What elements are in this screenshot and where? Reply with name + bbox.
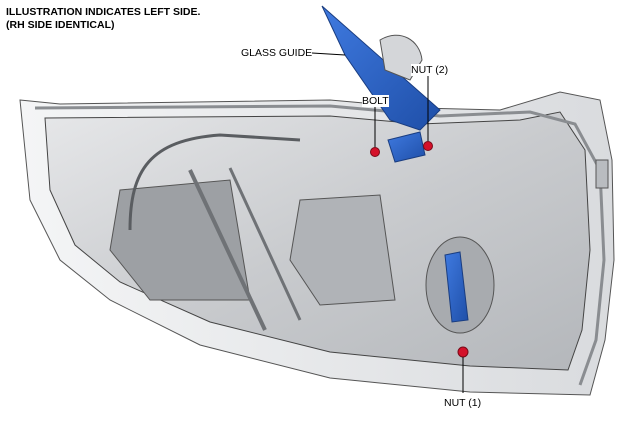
glass-guide-label: GLASS GUIDE bbox=[241, 47, 313, 59]
nut1-label: NUT (1) bbox=[444, 397, 482, 409]
nut2-label: NUT (2) bbox=[411, 64, 449, 76]
service-hole-center bbox=[289, 194, 396, 306]
illustration-header: ILLUSTRATION INDICATES LEFT SIDE. (RH SI… bbox=[6, 6, 200, 32]
glass-guide-lower bbox=[444, 251, 469, 323]
leader-glass-guide bbox=[311, 52, 346, 56]
regulator-rail-left bbox=[188, 169, 267, 331]
header-line-1: ILLUSTRATION INDICATES LEFT SIDE. bbox=[6, 6, 201, 18]
glass-guide-mid bbox=[387, 131, 426, 163]
glass-guide-upper bbox=[321, 5, 441, 131]
window-frame-ridge bbox=[34, 104, 606, 386]
regulator-rail-right bbox=[228, 167, 302, 321]
bolt-marker bbox=[370, 147, 380, 157]
nut1-marker bbox=[457, 346, 469, 358]
service-hole-left bbox=[109, 179, 251, 301]
door-hinge bbox=[595, 159, 609, 189]
nut2-marker bbox=[423, 141, 433, 151]
cable-harness bbox=[128, 133, 301, 231]
header-line-2: (RH SIDE IDENTICAL) bbox=[6, 19, 115, 31]
bolt-label: BOLT bbox=[362, 95, 389, 107]
